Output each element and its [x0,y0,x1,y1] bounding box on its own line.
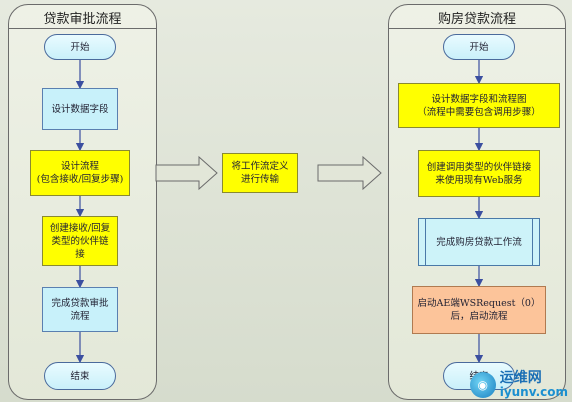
watermark-site-name: 运维网 [499,370,542,386]
lane-divider [9,28,156,29]
transfer-definition-node: 将工作流定义 进行传输 [222,153,298,193]
complete-loan-flow-node: 完成贷款审批 流程 [42,287,118,332]
lane-title-home-loan: 购房贷款流程 [437,12,516,27]
start-node-right: 开始 [443,34,515,60]
watermark-url: iyunv.com [499,385,568,399]
home-loan-lane: 购房贷款流程 [388,4,566,400]
watermark-logo-icon: ◉ [469,372,496,398]
block-arrow-left [155,155,218,191]
create-invoke-links-node: 创建调用类型的伙伴链接 来使用现有Web服务 [418,150,540,197]
loan-approval-lane: 贷款审批流程 [8,4,157,400]
lane-divider [389,28,565,29]
design-flow-node: 设计流程 (包含接收/回复步骤) [30,150,130,196]
design-fields-node: 设计数据字段 [42,88,118,130]
complete-home-loan-node: 完成购房贷款工作流 [418,218,540,266]
start-ae-node: 启动AE端WSRequest（0） 后，启动流程 [412,286,546,334]
design-fields-and-flow-node: 设计数据字段和流程图 （流程中需要包含调用步骤） [398,83,560,128]
block-arrow-right [317,155,382,191]
create-links-node: 创建接收/回复 类型的伙伴链 接 [42,216,118,266]
watermark: ◉ 运维网 iyunv.com [469,370,568,399]
end-node-left: 结束 [44,362,116,390]
start-node-left: 开始 [44,34,116,60]
lane-title-loan-approval: 贷款审批流程 [43,12,122,27]
